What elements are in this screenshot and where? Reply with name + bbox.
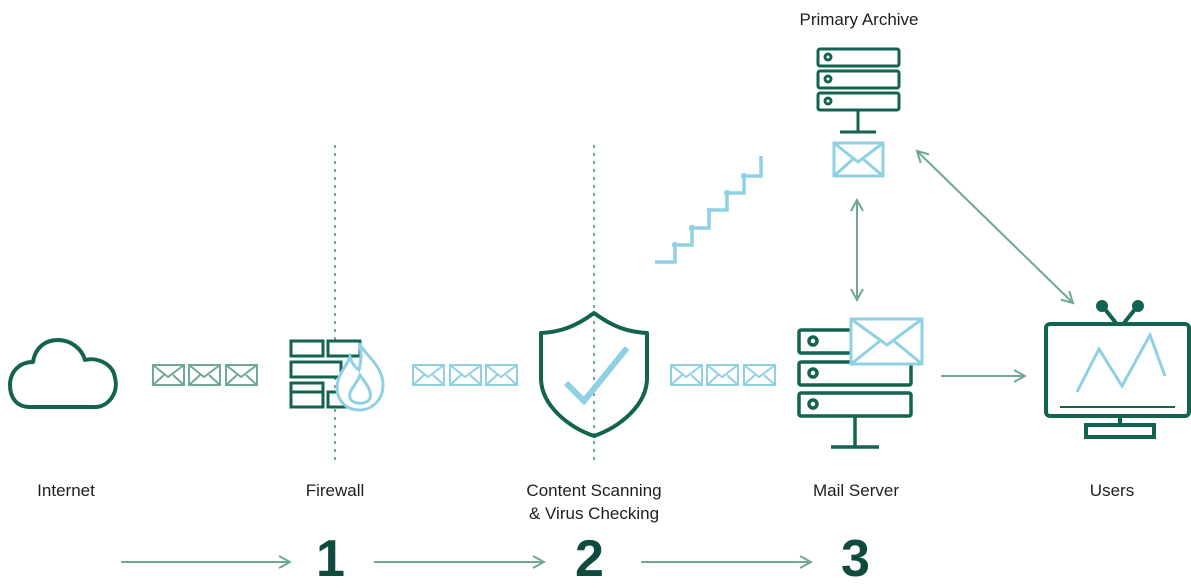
step-number-2: 2 (575, 530, 604, 588)
envelope-group (152, 364, 258, 386)
monitor-icon (1044, 300, 1191, 439)
label-internet: Internet (37, 481, 95, 500)
chevron-trail-icon (655, 156, 763, 264)
label-firewall: Firewall (305, 481, 365, 500)
access-arrow (917, 151, 1073, 303)
label-primary-archive: Primary Archive (799, 10, 919, 29)
envelope-icon (849, 317, 924, 366)
label-mail-server: Mail Server (813, 481, 899, 500)
label-content-scanning: Content Scanning & Virus Checking (526, 481, 662, 523)
envelope-group (412, 364, 518, 386)
envelope-group (670, 364, 776, 386)
step-number-1: 1 (316, 530, 345, 588)
server-icon (816, 47, 901, 134)
label-users: Users (1089, 481, 1135, 500)
firewall-icon (289, 339, 385, 412)
shield-check-icon (539, 311, 649, 438)
step-number-3: 3 (841, 530, 870, 588)
envelope-icon (832, 141, 885, 178)
cloud-icon (8, 338, 118, 409)
